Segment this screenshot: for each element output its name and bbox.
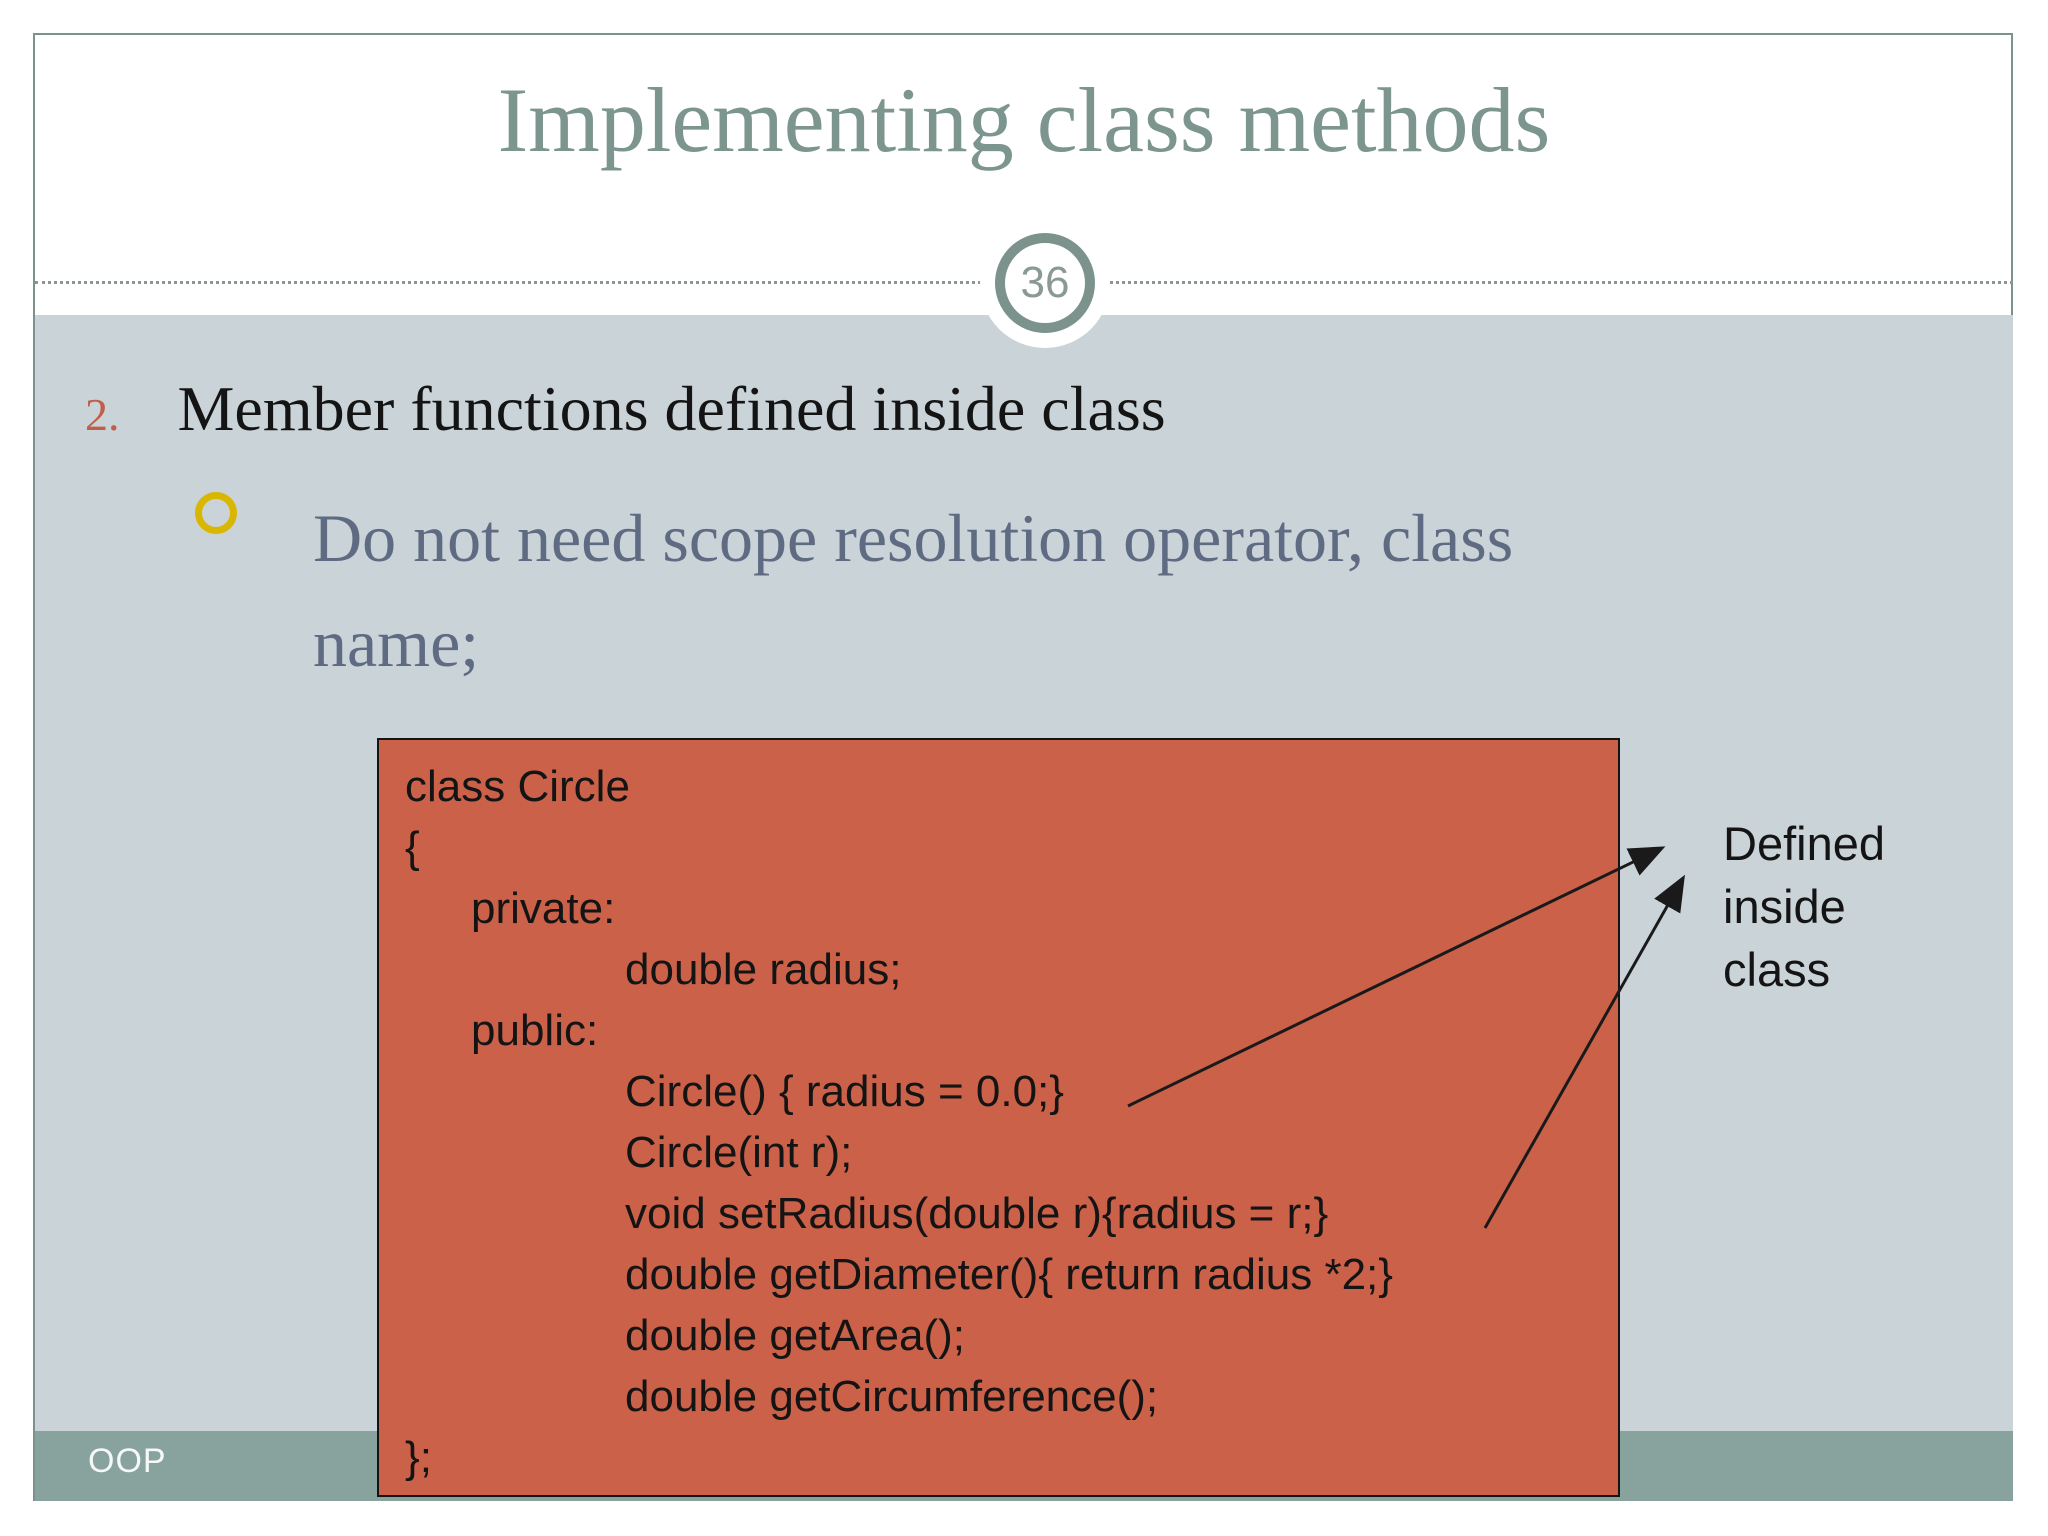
- page-number: 36: [1020, 258, 1070, 307]
- annotation-note: Defined inside class: [1723, 817, 1885, 996]
- code-line: double getCircumference();: [625, 1372, 1159, 1421]
- code-line: Circle(int r);: [625, 1128, 853, 1177]
- code-box: class Circle { private: double radius; p…: [377, 738, 1620, 1497]
- code-line: };: [405, 1433, 432, 1482]
- circle-bullet-icon: [195, 492, 237, 534]
- sub-bullet-line: Do not need scope resolution operator, c…: [313, 500, 1514, 576]
- code-line: private:: [471, 884, 616, 933]
- list-item-text: Member functions defined inside class: [177, 373, 1166, 444]
- code-line: double radius;: [625, 945, 902, 994]
- sub-bullet-text: Do not need scope resolution operator, c…: [313, 486, 2013, 696]
- code-line: void setRadius(double r){radius = r;}: [625, 1189, 1329, 1238]
- page-number-badge: 36: [995, 233, 1095, 333]
- numbered-list-item: 2. Member functions defined inside class: [85, 372, 1166, 446]
- code-line: double getArea();: [625, 1311, 965, 1360]
- code-line: double getDiameter(){ return radius *2;}: [625, 1250, 1393, 1299]
- page-title: Implementing class methods: [497, 69, 1551, 171]
- sub-bullet-line: name;: [313, 605, 480, 681]
- list-item-number: 2.: [85, 389, 120, 440]
- footer-label: OOP: [88, 1442, 167, 1480]
- code-line: Circle() { radius = 0.0;}: [625, 1067, 1064, 1116]
- code-line: public:: [471, 1006, 599, 1055]
- code-line: {: [405, 823, 420, 872]
- code-line: class Circle: [405, 762, 630, 811]
